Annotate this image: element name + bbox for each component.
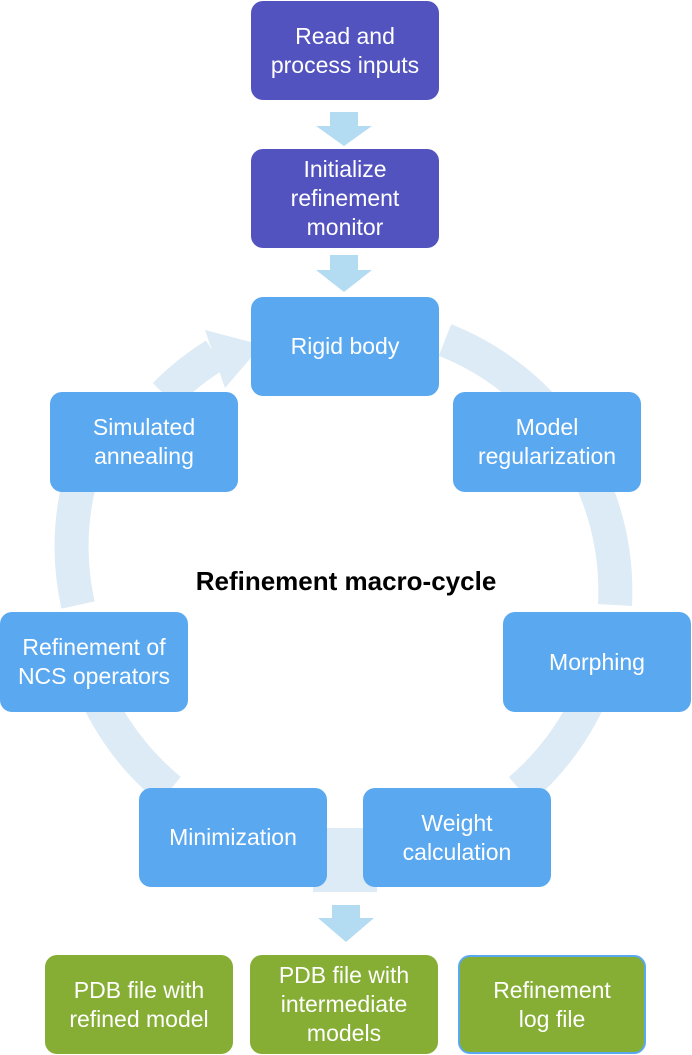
cycle-title: Refinement macro-cycle <box>195 566 497 596</box>
ncs-operators-box: Refinement of NCS operators <box>0 612 188 712</box>
init-monitor-label: Initialize refinement monitor <box>290 156 400 240</box>
init-monitor-box: Initialize refinement monitor <box>251 149 439 248</box>
log-file-box: Refinement log file <box>458 955 646 1054</box>
pdb-refined-box: PDB file with refined model <box>45 955 233 1054</box>
read-inputs-box: Read and process inputs <box>251 1 439 100</box>
simulated-annealing-box: Simulated annealing <box>50 392 238 492</box>
simulated-annealing-label: Simulated annealing <box>92 414 196 469</box>
pdb-refined-label: PDB file with refined model <box>69 976 209 1032</box>
ncs-operators-label: Refinement of NCS operators <box>17 634 171 689</box>
minimization-label: Minimization <box>169 824 297 850</box>
morphing-box: Morphing <box>503 612 691 712</box>
ring-arc-left <box>54 475 97 609</box>
down-arrow-icon <box>316 112 372 146</box>
ring-arrowhead-icon <box>205 330 262 388</box>
model-regularization-label: Model regularization <box>477 414 617 469</box>
minimization-box: Minimization <box>139 788 327 887</box>
ring-arc-top-left <box>152 340 225 408</box>
weight-calculation-box: Weight calculation <box>363 788 551 887</box>
weight-calculation-label: Weight calculation <box>402 809 512 865</box>
pdb-intermediate-label: PDB file with intermediate models <box>278 962 410 1046</box>
rigid-body-label: Rigid body <box>290 333 400 359</box>
log-file-label: Refinement log file <box>493 976 611 1032</box>
pdb-intermediate-box: PDB file with intermediate models <box>250 955 438 1054</box>
read-inputs-label: Read and process inputs <box>270 22 420 78</box>
down-arrow-icon <box>318 905 374 942</box>
down-arrow-icon <box>316 255 372 292</box>
ring-bottom-gap <box>313 828 377 892</box>
morphing-label: Morphing <box>549 648 645 675</box>
down-arrows <box>316 112 374 942</box>
model-regularization-box: Model regularization <box>453 392 641 492</box>
rigid-body-box: Rigid body <box>251 297 439 396</box>
